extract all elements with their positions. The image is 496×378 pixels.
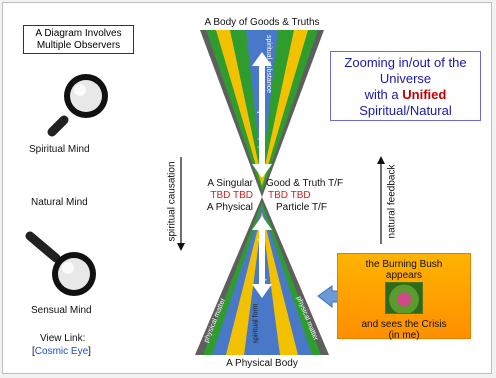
state-scale-arrow	[252, 52, 272, 178]
magnifier-icon	[47, 74, 108, 137]
arrow-down-icon	[177, 157, 185, 251]
zoom-line-1: Zooming in/out of the	[344, 55, 467, 70]
center-right-top: Good & Truth T/F	[266, 178, 344, 189]
diagram-info-box: A Diagram Involves Multiple Observers	[23, 25, 134, 54]
spiritual-form-label: spiritual form	[252, 303, 260, 344]
magnifier-icon	[25, 231, 96, 296]
zooming-title-box: Zooming in/out of the Universe with a Un…	[330, 51, 481, 121]
zoom-line-2: Universe	[379, 71, 432, 86]
bush-line-3: and sees the Crisis	[361, 319, 447, 330]
natural-mind-label: Natural Mind	[31, 197, 88, 208]
cosmic-eye-link[interactable]: [Cosmic Eye]	[32, 346, 91, 357]
state-scale-label: state scale	[256, 105, 268, 154]
center-right-bottom: Particle T/F	[276, 202, 327, 213]
unified-highlight: Unified	[402, 87, 447, 102]
view-link-label: View Link:	[40, 333, 86, 344]
zoom-line-3: with a Unified	[331, 87, 480, 103]
info-line-2: Multiple Observers	[36, 40, 121, 51]
burning-bush-image	[385, 282, 423, 314]
bush-line-1: the Burning Bush	[365, 259, 443, 270]
center-left-top: A Singular	[207, 178, 253, 189]
center-left-bottom: A Physical	[206, 202, 253, 213]
zoom-line-3-prefix: with a	[364, 87, 403, 102]
sensual-mind-label: Sensual Mind	[31, 305, 92, 316]
spiritual-substance-label: spiritual substance	[265, 35, 272, 93]
bush-line-4: (in me)	[388, 330, 420, 341]
zoom-line-4: Spiritual/Natural	[359, 103, 452, 118]
center-left-tbd: TBD TBD	[210, 190, 253, 201]
bottom-title: A Physical Body	[226, 358, 298, 369]
burning-bush-box: the Burning Bush appears and sees the Cr…	[337, 253, 471, 341]
center-right-tbd: TBD TBD	[268, 190, 311, 201]
spiritual-causation-label: spiritual causation	[166, 161, 178, 242]
natural-feedback-label: natural feedback	[386, 164, 398, 239]
space-scale-label: space scale	[256, 233, 268, 286]
spiritual-mind-label: Spiritual Mind	[29, 144, 90, 155]
cosmic-eye-link-text[interactable]: Cosmic Eye	[34, 346, 89, 357]
arrow-up-icon	[377, 156, 385, 244]
space-scale-arrow	[252, 216, 272, 298]
top-title: A Body of Goods & Truths	[204, 17, 320, 28]
bush-line-2: appears	[385, 270, 423, 281]
info-line-1: A Diagram Involves	[35, 28, 122, 39]
